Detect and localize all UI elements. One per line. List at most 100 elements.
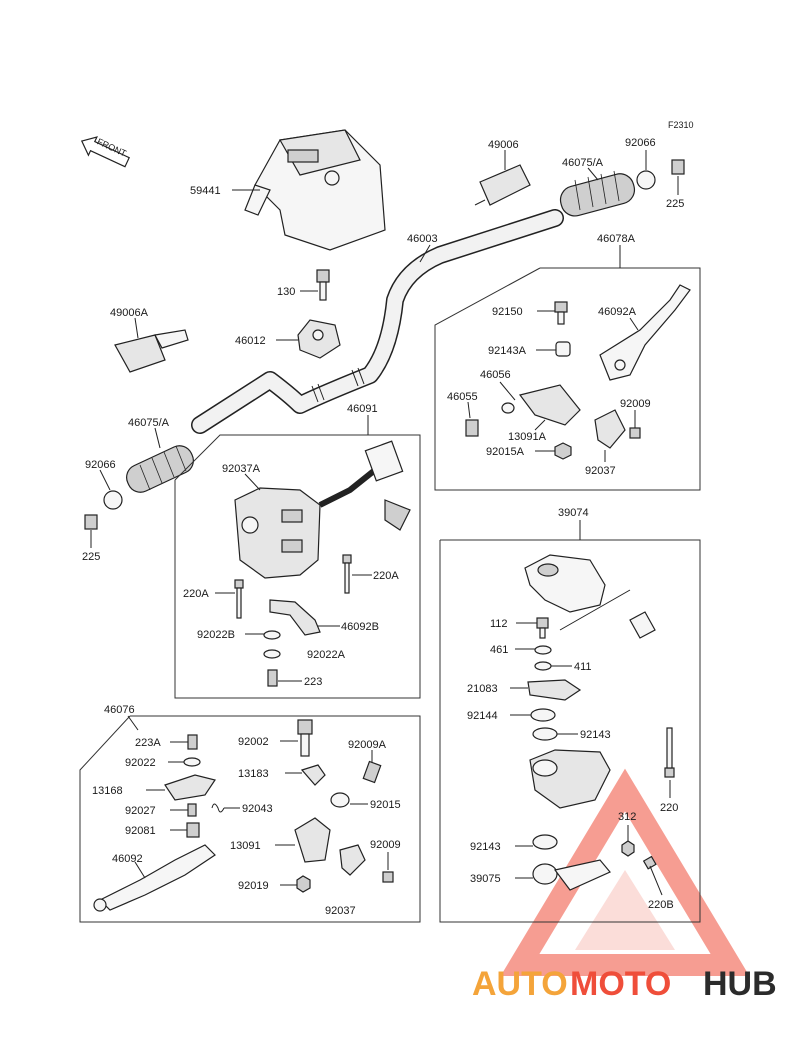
handlebar-cover-part: [244, 129, 386, 251]
part-label-411: 411: [574, 661, 592, 673]
grip-46075a-left-part: [126, 445, 194, 493]
part-label-39074: 39074: [558, 507, 589, 519]
part-label-220: 220: [660, 802, 678, 814]
part-label-92027: 92027: [125, 805, 156, 817]
assembly-box-39074: [439, 539, 701, 923]
watermark-text: AUTO MOTO HUB: [472, 965, 777, 1003]
bolt-92009a-part: [362, 760, 382, 784]
part-label-92015: 92015: [370, 799, 401, 811]
nut-312-part: [621, 840, 635, 857]
collar-92143-b-part: [532, 834, 558, 850]
part-label-46076: 46076: [104, 704, 135, 716]
washer-411-part: [534, 661, 552, 671]
part-label-92037-bottom: 92037: [325, 905, 356, 917]
part-label-46012: 46012: [235, 335, 266, 347]
screw-220a-left-part: [234, 579, 244, 619]
bolt-92009-right-part: [629, 427, 641, 439]
part-label-49006: 49006: [488, 139, 519, 151]
part-label-92015a: 92015A: [486, 446, 525, 458]
part-label-92081: 92081: [125, 825, 156, 837]
lever-46092-part: [98, 844, 216, 911]
part-label-21083: 21083: [467, 683, 498, 695]
washer-92022-part: [183, 757, 201, 767]
clamp-46012-part: [297, 319, 341, 359]
part-label-220a-left: 220A: [183, 588, 209, 600]
grip-49006-part: [474, 164, 531, 206]
part-label-46056: 46056: [480, 369, 511, 381]
part-label-46091: 46091: [347, 403, 378, 415]
part-label-46075a-left: 46075/A: [128, 417, 170, 429]
part-label-92009a: 92009A: [348, 739, 387, 751]
part-label-13091a: 13091A: [508, 431, 547, 443]
part-label-46092: 46092: [112, 853, 143, 865]
throttle-housing-part: [529, 749, 611, 809]
screw-220-part: [664, 727, 675, 778]
watermark-part3: HUB: [703, 965, 777, 1003]
part-label-461: 461: [490, 644, 508, 656]
part-label-225-left: 225: [82, 551, 100, 563]
grip-49006a-part: [114, 329, 189, 373]
part-label-92009-right: 92009: [620, 398, 651, 410]
part-label-46075a-top: 46075/A: [562, 157, 604, 169]
holder-13091-part: [294, 817, 366, 876]
bracket-13183-part: [300, 764, 326, 786]
bolt-225-left-part: [84, 514, 98, 530]
nut-92015-part: [330, 792, 350, 808]
part-label-92022b: 92022B: [197, 629, 235, 641]
part-label-225-top: 225: [666, 198, 684, 210]
clamp-92037-right-part: [594, 409, 626, 449]
part-label-46092b: 46092B: [341, 621, 379, 633]
weight-92066-left-part: [103, 490, 123, 510]
part-label-92066-left: 92066: [85, 459, 116, 471]
wire-harness-part: [318, 440, 411, 531]
spring-92144-part: [530, 708, 556, 722]
screw-223-part: [267, 669, 278, 687]
part-label-92143a: 92143A: [488, 345, 527, 357]
nut-92019-part: [296, 875, 311, 893]
cable-end-part: [629, 611, 656, 639]
washer-92022b-part: [263, 630, 281, 640]
screw-223a-part: [187, 734, 198, 750]
collar-92143a-part: [555, 341, 571, 357]
part-label-92150: 92150: [492, 306, 523, 318]
part-label-112: 112: [490, 618, 508, 630]
grip-46075a-top-part: [559, 170, 636, 217]
part-label-92066-top: 92066: [625, 137, 656, 149]
part-label-223a: 223A: [135, 737, 161, 749]
bracket-13168-part: [164, 774, 216, 801]
throttle-cover-part: [524, 554, 606, 613]
part-label-223: 223: [304, 676, 322, 688]
part-label-13091: 13091: [230, 840, 261, 852]
bolt-92150-part: [554, 301, 568, 313]
part-label-92019: 92019: [238, 880, 269, 892]
front-arrow-icon: [80, 136, 130, 168]
bolt-225-top-part: [671, 159, 685, 175]
part-label-92037-right: 92037: [585, 465, 616, 477]
watermark-part2: MOTO: [570, 965, 671, 1003]
handlebar-part: [191, 209, 564, 434]
spring-92081-part: [186, 822, 200, 838]
part-label-46078a: 46078A: [597, 233, 636, 245]
assembly-box-46091: [174, 434, 421, 699]
lever-46092a-part: [599, 284, 691, 381]
switch-46055-part: [465, 419, 479, 437]
throttle-lever-39075-part: [532, 859, 611, 891]
part-label-130: 130: [277, 286, 295, 298]
bolt-92009-bottom-part: [382, 871, 394, 883]
part-label-46003: 46003: [407, 233, 438, 245]
part-label-13183: 13183: [238, 768, 269, 780]
part-label-46092a: 46092A: [598, 306, 637, 318]
screw-220b-part: [642, 855, 657, 870]
nut-92015a-part: [554, 442, 572, 460]
assembly-box-46078a: [434, 267, 701, 491]
part-label-92043: 92043: [242, 803, 273, 815]
part-label-49006a: 49006A: [110, 307, 149, 319]
part-label-220a-right: 220A: [373, 570, 399, 582]
figure-code: F2310: [668, 120, 694, 130]
lever-46092b-part: [269, 599, 321, 636]
washer-92022a-part: [263, 649, 281, 659]
part-label-92022a: 92022A: [307, 649, 346, 661]
bolt-92002-part: [297, 719, 313, 757]
